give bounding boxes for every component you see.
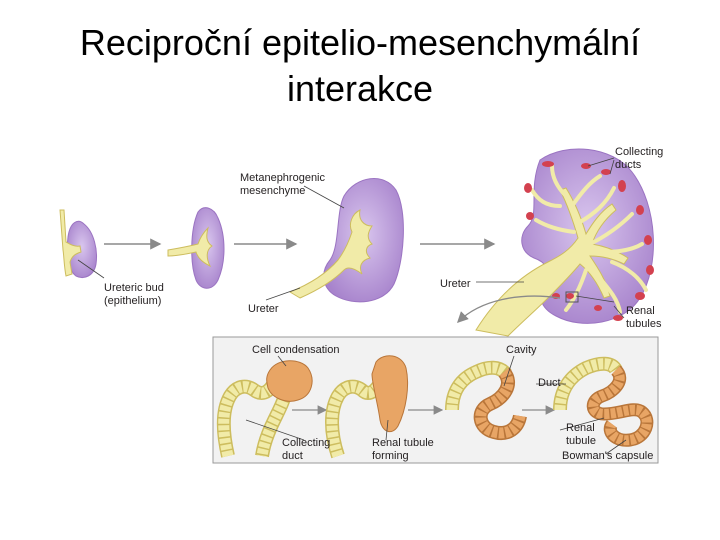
label-ureter-stage-4: Ureter (440, 278, 471, 290)
label-renal-tubule-forming-1: Renal tubule (372, 437, 434, 449)
label-renal-tubule-2: tubule (566, 435, 596, 447)
label-bowmans-capsule: Bowman's capsule (562, 450, 653, 462)
label-metanephrogenic-mesenchyme-1: Metanephrogenic (240, 172, 326, 184)
stage-2-bud-branching (168, 208, 224, 289)
label-cell-condensation: Cell condensation (252, 344, 339, 356)
stage-1-ureteric-bud (60, 210, 97, 278)
label-collecting-ducts-1: Collecting (615, 146, 663, 158)
label-renal-tubule-forming-2: forming (372, 450, 409, 462)
label-collecting-duct-2: duct (282, 450, 303, 462)
label-cavity: Cavity (506, 344, 537, 356)
inset-panel: Cell condensation Cavity Duct Collecting… (213, 337, 658, 463)
label-renal-tubules-1: Renal (626, 305, 655, 317)
stage-2-bud (168, 228, 212, 266)
label-ureter-stage-3: Ureter (248, 303, 279, 315)
label-collecting-duct-1: Collecting (282, 437, 330, 449)
label-duct: Duct (538, 377, 561, 389)
label-collecting-ducts-2: ducts (615, 159, 642, 171)
label-renal-tubule-1: Renal (566, 422, 595, 434)
label-ureteric-bud-1: Ureteric bud (104, 282, 164, 294)
label-ureteric-bud-2: (epithelium) (104, 295, 161, 307)
stage-3-kidney (290, 179, 403, 302)
label-metanephrogenic-mesenchyme-2: mesenchyme (240, 185, 305, 197)
label-renal-tubules-2: tubules (626, 318, 662, 330)
cell-condensation-cluster (267, 361, 312, 402)
